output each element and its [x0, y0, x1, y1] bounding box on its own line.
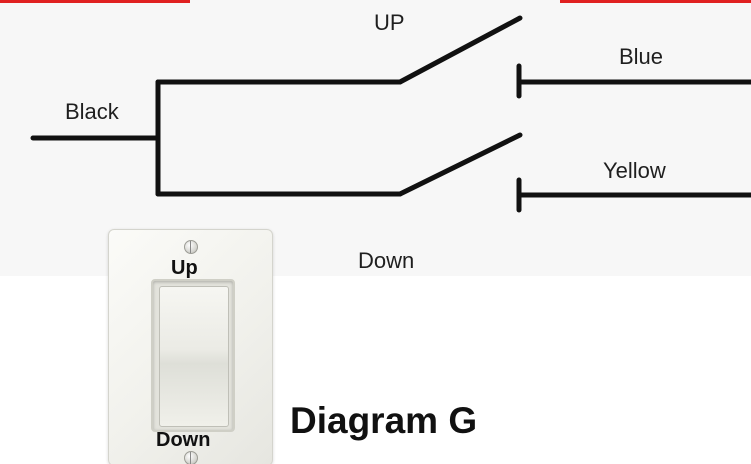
rocker-frame: [151, 279, 235, 432]
switch-schematic: [30, 15, 751, 213]
down-switch-blade: [397, 132, 523, 197]
yellow-wire-label: Yellow: [603, 158, 666, 183]
top-accent-line-left: [0, 0, 190, 3]
down-position-label: Down: [358, 248, 415, 273]
diagram-caption: Diagram G: [290, 400, 478, 441]
bottom-screw-icon: [184, 451, 198, 464]
rocker-switch: [159, 286, 229, 427]
top-accent-line-right: [560, 0, 751, 3]
up-position-label: UP: [374, 10, 405, 35]
switch-down-label: Down: [156, 429, 211, 451]
light-switch-plate: Up Down: [108, 229, 273, 464]
up-switch-blade: [397, 15, 523, 85]
top-screw-icon: [184, 240, 198, 254]
switch-up-label: Up: [171, 257, 198, 279]
blue-wire-label: Blue: [619, 44, 664, 69]
black-wire-label: Black: [65, 99, 119, 124]
